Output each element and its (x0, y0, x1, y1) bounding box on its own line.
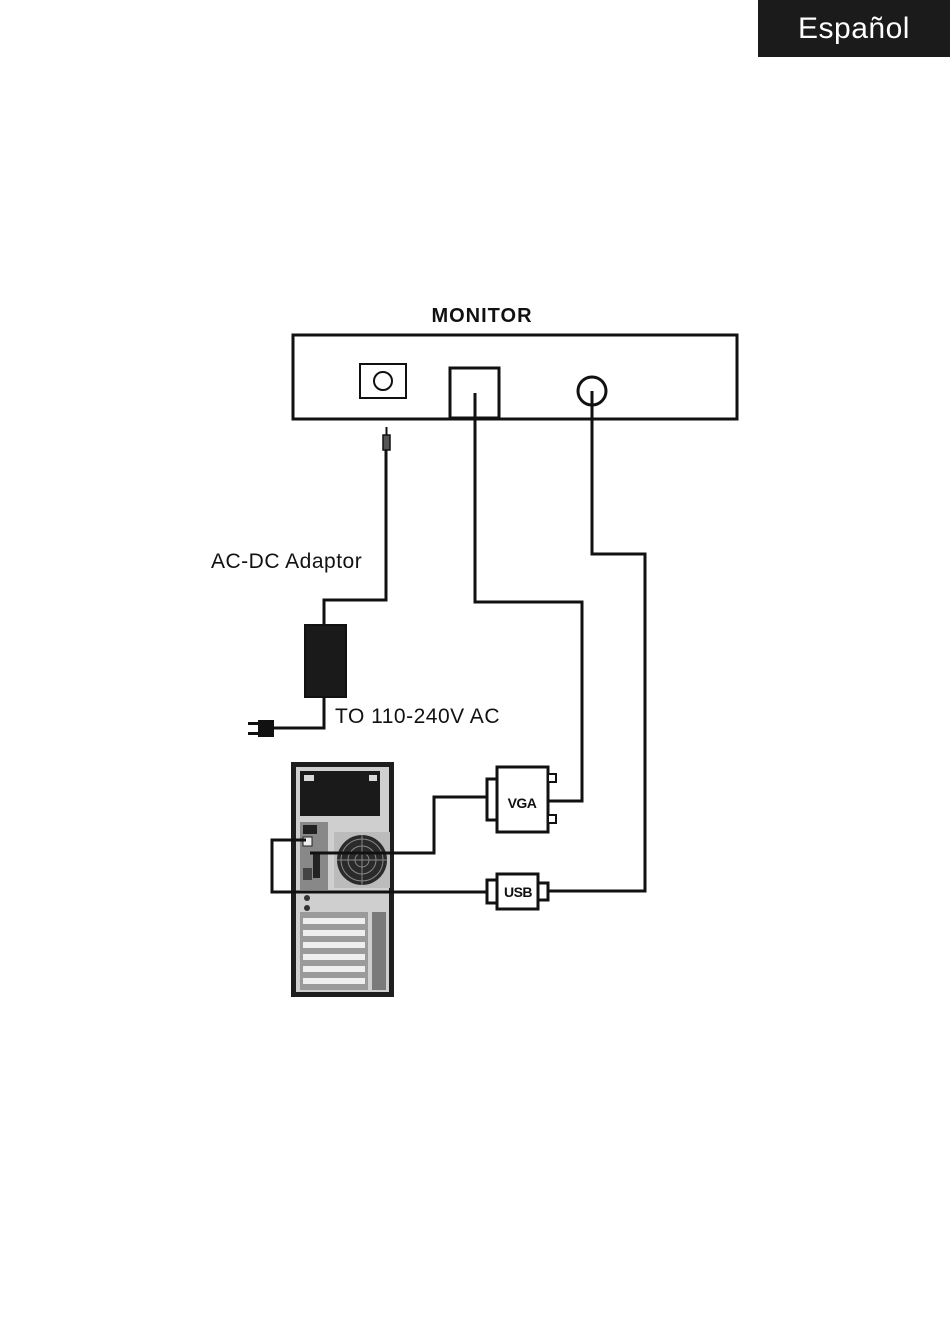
dc-plug-icon (383, 427, 390, 450)
ac-voltage-label: TO 110-240V AC (335, 705, 500, 728)
adaptor-label: AC-DC Adaptor (211, 550, 362, 573)
power-port-icon (360, 364, 406, 398)
power-adapter-icon (305, 625, 346, 697)
usb-label: USB (504, 884, 532, 900)
ac-cable (274, 697, 324, 728)
monitor-label: MONITOR (431, 305, 532, 327)
vga-cable (475, 393, 582, 801)
ac-plug-icon (248, 720, 274, 737)
usb-cable (548, 391, 645, 891)
vga-label: VGA (508, 795, 537, 811)
power-cable (324, 450, 386, 625)
pc-tower-icon (291, 762, 394, 997)
